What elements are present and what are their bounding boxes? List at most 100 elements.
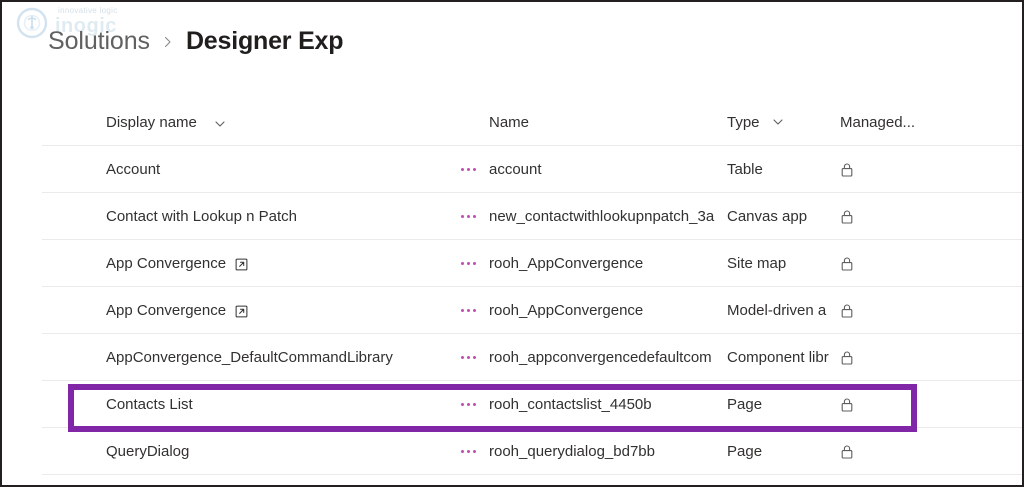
cell-managed [832, 256, 942, 272]
name-text: account [489, 160, 542, 178]
open-in-new-window-icon[interactable] [235, 305, 248, 318]
row-separator [42, 333, 1022, 334]
cell-type: Page [727, 443, 832, 461]
column-header-managed-label: Managed... [840, 114, 916, 131]
inogic-mark-icon [16, 7, 48, 39]
type-text: Canvas app [727, 207, 808, 225]
display-name-text: QueryDialog [106, 443, 190, 460]
lock-icon [841, 304, 853, 318]
column-header-type[interactable]: Type [727, 114, 832, 132]
cell-type: Canvas app [727, 208, 832, 226]
open-in-new-window-icon[interactable] [235, 258, 248, 271]
cell-name: new_contactwithlookupnpatch_3a [487, 208, 727, 226]
name-text: rooh_AppConvergence [489, 254, 644, 272]
more-options-icon[interactable] [460, 262, 476, 265]
more-options-icon[interactable] [460, 215, 476, 218]
breadcrumb: Solutions Designer Exp [48, 24, 344, 58]
row-separator [42, 474, 1022, 475]
name-text: new_contactwithlookupnpatch_3a [489, 207, 715, 225]
more-options-icon[interactable] [460, 450, 476, 453]
chevron-down-icon [215, 120, 225, 127]
cell-display-name[interactable]: Contacts List [2, 396, 449, 413]
cell-managed [832, 162, 942, 178]
lock-icon [841, 445, 853, 459]
cell-display-name[interactable]: QueryDialog [2, 443, 449, 460]
cell-row-menu[interactable] [449, 168, 487, 171]
cell-display-name[interactable]: AppConvergence_DefaultCommandLibrary [2, 349, 449, 366]
name-text: rooh_contactslist_4450b [489, 395, 652, 413]
cell-name: rooh_appconvergencedefaultcom [487, 349, 727, 367]
cell-name: account [487, 161, 727, 179]
cell-name: rooh_contactslist_4450b [487, 396, 727, 414]
solution-components-table: Display name Name Type Managed... Accoun… [2, 99, 1022, 475]
name-text: rooh_appconvergencedefaultcom [489, 348, 712, 366]
display-name-text: Account [106, 161, 161, 178]
row-separator [42, 286, 1022, 287]
cell-row-menu[interactable] [449, 309, 487, 312]
table-row[interactable]: Account account Table [2, 146, 1022, 193]
name-text: rooh_querydialog_bd7bb [489, 442, 655, 460]
type-text: Table [727, 160, 763, 178]
display-name-text: AppConvergence_DefaultCommandLibrary [106, 349, 393, 366]
cell-display-name[interactable]: Account [2, 161, 449, 178]
cell-row-menu[interactable] [449, 262, 487, 265]
table-row[interactable]: Contacts List rooh_contactslist_4450b Page [2, 381, 1022, 428]
type-text: Page [727, 442, 763, 460]
name-text: rooh_AppConvergence [489, 301, 644, 319]
lock-icon [841, 163, 853, 177]
cell-managed [832, 397, 942, 413]
row-separator [42, 192, 1022, 193]
column-header-name[interactable]: Name [487, 114, 727, 132]
more-options-icon[interactable] [460, 403, 476, 406]
page-title: Designer Exp [185, 26, 344, 55]
cell-display-name[interactable]: App Convergence [2, 255, 449, 272]
header-separator [42, 145, 1022, 146]
lock-icon [841, 351, 853, 365]
table-row[interactable]: QueryDialog rooh_querydialog_bd7bb Page [2, 428, 1022, 475]
row-separator [42, 380, 1022, 381]
display-name-text: Contact with Lookup n Patch [106, 208, 297, 225]
table-row[interactable]: Contact with Lookup n Patch new_contactwi… [2, 193, 1022, 240]
cell-managed [832, 444, 942, 460]
more-options-icon[interactable] [460, 356, 476, 359]
cell-managed [832, 303, 942, 319]
cell-display-name[interactable]: Contact with Lookup n Patch [2, 208, 449, 225]
cell-type: Table [727, 161, 832, 179]
cell-row-menu[interactable] [449, 215, 487, 218]
cell-row-menu[interactable] [449, 450, 487, 453]
lock-icon [841, 210, 853, 224]
column-header-type-label: Type [727, 113, 760, 131]
row-separator [42, 239, 1022, 240]
breadcrumb-item-solutions[interactable]: Solutions [48, 26, 150, 55]
column-header-display-name-label: Display name [106, 114, 197, 131]
table-row[interactable]: App Convergence rooh_AppConvergence Site m… [2, 240, 1022, 287]
display-name-text: App Convergence [106, 302, 227, 319]
column-header-managed[interactable]: Managed... [832, 114, 942, 131]
more-options-icon[interactable] [460, 168, 476, 171]
watermark-tagline: innovative logic [58, 6, 118, 15]
cell-type: Site map [727, 255, 832, 273]
cell-row-menu[interactable] [449, 356, 487, 359]
cell-name: rooh_AppConvergence [487, 302, 727, 320]
cell-type: Component libr [727, 349, 832, 367]
cell-managed [832, 350, 942, 366]
lock-icon [841, 257, 853, 271]
table-header-row: Display name Name Type Managed... [2, 99, 1022, 146]
cell-name: rooh_AppConvergence [487, 255, 727, 273]
table-row[interactable]: AppConvergence_DefaultCommandLibrary rooh… [2, 334, 1022, 381]
display-name-text: Contacts List [106, 396, 193, 413]
cell-display-name[interactable]: App Convergence [2, 302, 449, 319]
cell-name: rooh_querydialog_bd7bb [487, 443, 727, 461]
column-header-display-name[interactable]: Display name [2, 114, 449, 131]
type-text: Site map [727, 254, 787, 272]
lock-icon [841, 398, 853, 412]
cell-row-menu[interactable] [449, 403, 487, 406]
type-text: Page [727, 395, 763, 413]
table-row[interactable]: App Convergence rooh_AppConvergence Model-… [2, 287, 1022, 334]
cell-type: Model-driven a [727, 302, 832, 320]
type-text: Model-driven a [727, 301, 827, 319]
more-options-icon[interactable] [460, 309, 476, 312]
column-header-name-label: Name [489, 113, 530, 131]
